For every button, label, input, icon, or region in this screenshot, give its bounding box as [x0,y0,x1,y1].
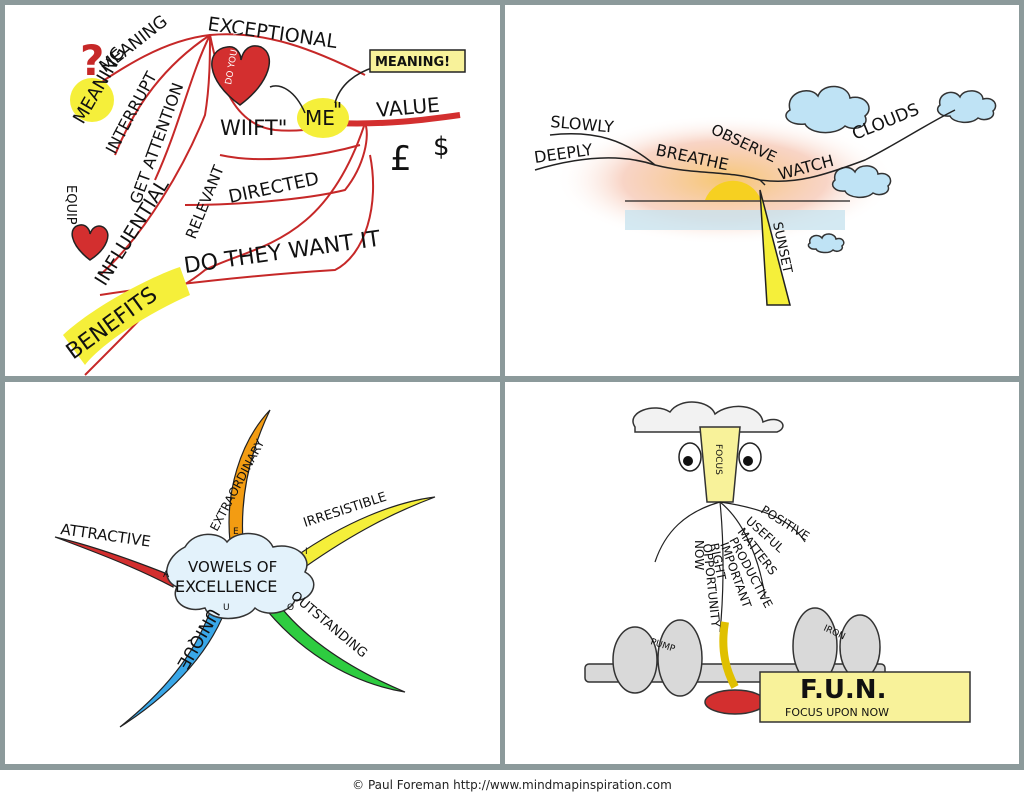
value-branch [334,112,461,127]
mindmap-panel-fun: FOCUS POSITIVE USEFUL MATTERS PRODUCTIVE… [505,382,1019,764]
word-relevant: RELEVANT [182,162,228,242]
branch-attractive [54,536,176,588]
sea-water [625,210,845,230]
dollar-sign: $ [433,132,450,162]
question-mark: ? [80,36,104,85]
sunset-mindmap-drawing: SLOWLY DEEPLY BREATHE OBSERVE WATCH CLOU… [533,85,997,306]
word-meaning: MEANING [96,12,172,77]
cloud-icon [632,401,784,433]
pound-sign: £ [390,139,412,179]
meaning-highlight [70,78,114,122]
cloud-icon [807,233,845,254]
word-directed: DIRECTED [227,168,321,208]
heart-icon [211,45,270,106]
branch-lines [654,501,806,633]
word-wiift: WIIFT" [220,116,287,140]
word-vowels-of: VOWELS OF [188,558,277,576]
word-unique: UNIQUE [172,605,223,673]
branch-extraordinary [228,409,271,543]
mindmap-panel-vowels: ATTRACTIVE EXTRAORDINARY IRRESISTIBLE OU… [5,382,500,764]
focus-funnel [699,426,741,503]
vowel-e: E [233,527,239,537]
fun-tag [759,671,971,723]
word-equip: EQUIP [63,185,78,225]
word-value: VALUE [375,93,440,122]
mindmap-panel-benefits: ? MEANING MEANING EXCEPTIONAL MEANING! I… [5,5,500,376]
word-focus: FOCUS [713,444,723,475]
fun-mindmap-drawing: FOCUS POSITIVE USEFUL MATTERS PRODUCTIVE… [584,401,971,723]
word-quote: " [333,98,342,122]
cloud-icon [936,90,997,124]
word-focus-upon-now: FOCUS UPON NOW [785,706,889,719]
right-pupil [743,456,753,466]
vowel-a: A [163,570,170,580]
benefits-highlight [63,267,190,365]
sunset-beam [759,189,791,306]
left-pupil [683,456,693,466]
word-irresistible: IRRESISTIBLE [302,490,389,531]
word-do-they-want-it: DO THEY WANT IT [182,227,382,279]
mindmap-panel-sunset: SLOWLY DEEPLY BREATHE OBSERVE WATCH CLOU… [505,5,1019,376]
branch-lines [534,109,956,186]
panel-frame: ? MEANING MEANING EXCEPTIONAL MEANING! I… [0,0,1024,770]
red-button [704,689,766,715]
word-attractive: ATTRACTIVE [59,520,151,550]
cloud-icons [785,85,997,254]
yellow-clip [719,621,739,689]
word-now: NOW [692,540,706,570]
word-fun: F.U.N. [800,675,886,705]
arrow-to-heart-icon [269,85,306,114]
cloud-icon [785,85,870,134]
branch-irresistible [294,496,436,568]
cloud-icon [831,165,892,199]
word-excellence: EXCELLENCE [175,577,277,596]
vowel-u: U [223,603,230,613]
vowels-mindmap-drawing: ATTRACTIVE EXTRAORDINARY IRRESISTIBLE OU… [54,409,436,728]
dumbbell-icon [584,607,886,697]
vowel-i: I [305,547,308,557]
benefits-mindmap-drawing: ? MEANING MEANING EXCEPTIONAL MEANING! I… [62,12,466,376]
cloud-center [166,532,315,620]
small-heart-icon [71,224,109,261]
word-me: ME [305,106,335,130]
word-meaning-box: MEANING! [375,55,450,70]
copyright-footer: © Paul Foreman http://www.mindmapinspira… [352,778,672,792]
vowel-o: O [287,603,294,613]
sun-icon [705,180,761,200]
meaning-box [369,49,466,73]
me-highlight [297,98,349,138]
branch-unique [119,596,231,728]
word-slowly: SLOWLY [550,112,615,136]
